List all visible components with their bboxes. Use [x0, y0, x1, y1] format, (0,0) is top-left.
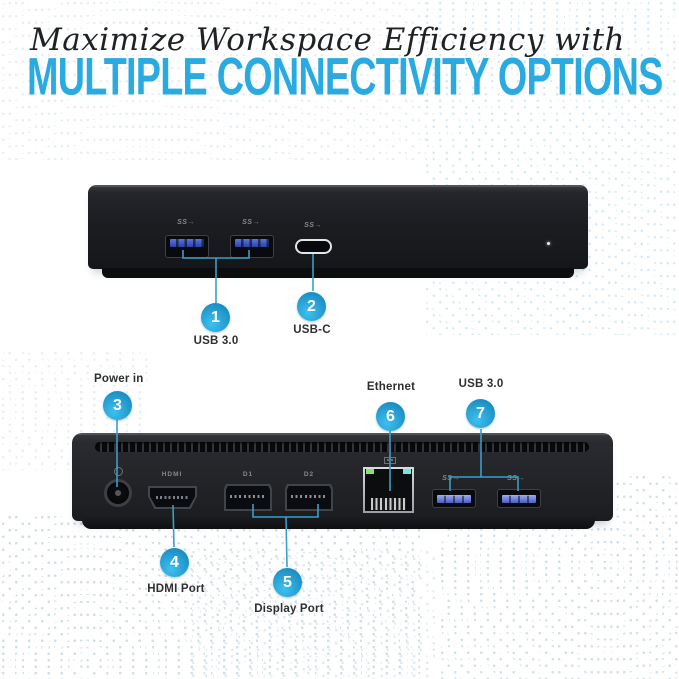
callout-number: 2 — [307, 297, 316, 315]
callout-label-usbc: USB-C — [293, 324, 331, 336]
hdmi-pins — [155, 496, 190, 500]
callout-number: 7 — [476, 404, 485, 422]
usb-tongue — [170, 239, 204, 247]
ethernet-port — [363, 467, 414, 513]
ethernet-icon — [384, 457, 396, 464]
power-icon — [114, 465, 123, 476]
dock-back-base — [82, 517, 595, 529]
callout-label-usb3-front: USB 3.0 — [193, 335, 239, 347]
callout-label-ethernet: Ethernet — [366, 381, 416, 393]
displayport-pins — [291, 495, 327, 498]
callout-label-power-in: Power in — [94, 373, 144, 385]
callout-badge-3: 3 — [103, 391, 132, 420]
page-title-text: MULTIPLE CONNECTIVITY OPTIONS — [27, 46, 663, 107]
usb-a-port — [432, 489, 476, 508]
usb-tongue — [502, 494, 536, 503]
callout-label-hdmi: HDMI Port — [147, 583, 205, 595]
power-in-port — [104, 479, 132, 507]
ethernet-pins — [371, 498, 406, 510]
usb-tongue — [437, 494, 471, 503]
callout-label-usb3-back: USB 3.0 — [458, 378, 504, 390]
displayport-2-label: D2 — [303, 471, 315, 478]
hdmi-port — [148, 486, 197, 509]
callout-badge-4: 4 — [160, 548, 189, 577]
dock-front-body — [88, 185, 588, 269]
superspeed-usb-icon: SS→ — [507, 475, 525, 482]
superspeed-usb-icon: SS→ — [442, 475, 460, 482]
power-led — [547, 242, 550, 245]
callout-badge-1: 1 — [201, 303, 230, 332]
callout-badge-2: 2 — [297, 292, 326, 321]
hdmi-port-label: HDMI — [161, 471, 183, 478]
usb-a-port — [497, 489, 541, 508]
usb-tongue — [235, 239, 269, 247]
callout-badge-6: 6 — [376, 402, 405, 431]
callout-number: 4 — [170, 553, 179, 571]
ethernet-led-green — [366, 469, 374, 474]
callout-number: 1 — [211, 308, 220, 326]
usb-a-port — [165, 235, 209, 258]
displayport-pins — [230, 495, 266, 498]
superspeed-usb-icon: SS→ — [242, 219, 260, 226]
callout-number: 3 — [113, 396, 122, 414]
usb-a-port — [230, 235, 274, 258]
displayport-1 — [224, 484, 272, 511]
superspeed-usb-icon: SS→ — [177, 219, 195, 226]
page-title: MULTIPLE CONNECTIVITY OPTIONS — [27, 50, 663, 103]
dock-front-base — [102, 268, 574, 278]
displayport-1-label: D1 — [242, 471, 254, 478]
callout-number: 6 — [386, 407, 395, 425]
dock-back-view: HDMI D1 D2 SS→ SS→ — [72, 433, 613, 529]
callout-badge-5: 5 — [273, 568, 302, 597]
callout-number: 5 — [283, 573, 292, 591]
dock-front-view: SS→ SS→ SS→ — [88, 185, 588, 278]
usb-c-port — [295, 239, 332, 254]
ethernet-led-teal — [403, 469, 411, 474]
superspeed-usb-icon: SS→ — [304, 222, 322, 229]
displayport-2 — [285, 484, 333, 511]
callout-label-displayport: Display Port — [254, 603, 324, 615]
vent-grille — [95, 442, 589, 452]
callout-badge-7: 7 — [466, 399, 495, 428]
dot-pattern-bottom-left — [0, 514, 420, 679]
